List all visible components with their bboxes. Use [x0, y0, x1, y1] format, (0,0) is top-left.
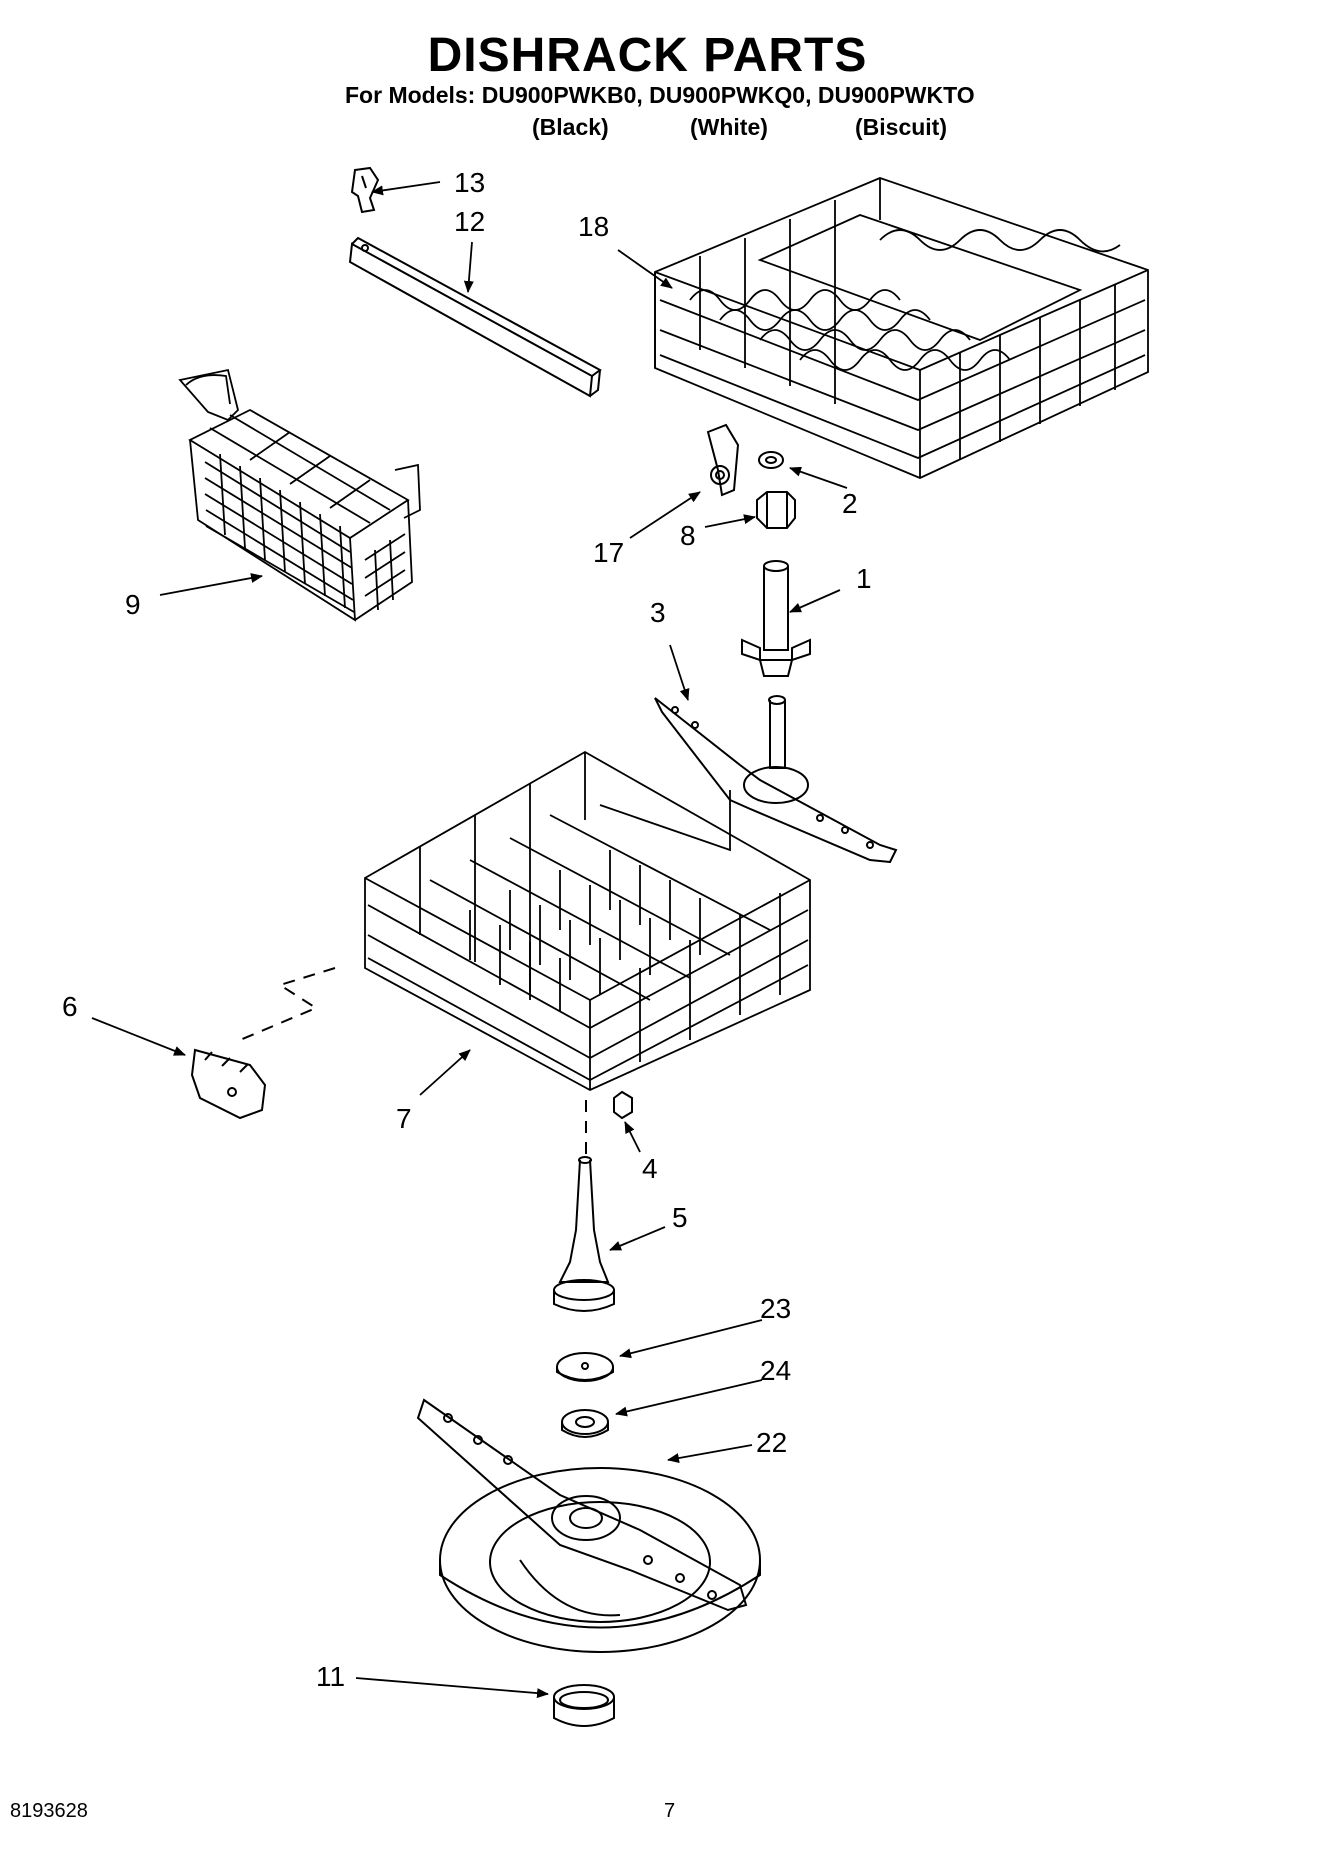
- part-3-upper-spray-arm: [654, 695, 898, 864]
- leader-8: [704, 514, 756, 528]
- part-23-washer: [556, 1352, 614, 1382]
- part-9-silverware-basket: [178, 368, 421, 622]
- callout-6: 6: [62, 991, 78, 1022]
- leader-7: [419, 1049, 471, 1096]
- models-line: For Models: DU900PWKB0, DU900PWKQ0, DU90…: [345, 82, 975, 108]
- leader-2: [789, 466, 848, 489]
- callout-3: 3: [650, 597, 666, 628]
- page-title: DISHRACK PARTS: [427, 29, 868, 82]
- callout-labels: 13 12 18 2 8 17 1 3 9 6 7 4 5 23 24 22 1…: [62, 167, 872, 1692]
- part-4-roller: [613, 1090, 633, 1120]
- leader-1: [789, 589, 841, 613]
- leader-12: [463, 241, 474, 293]
- part-12-rail: [348, 236, 602, 398]
- leader-24: [615, 1379, 763, 1417]
- leader-4: [624, 1121, 641, 1153]
- callout-13: 13: [454, 167, 485, 198]
- callout-12: 12: [454, 206, 485, 237]
- leader-5: [609, 1226, 666, 1251]
- callout-24: 24: [760, 1355, 791, 1386]
- callout-7: 7: [396, 1103, 412, 1134]
- leader-13: [371, 181, 441, 196]
- color-biscuit: (Biscuit): [855, 114, 947, 140]
- part-2-washer: [758, 451, 784, 469]
- callout-11: 11: [316, 1661, 345, 1692]
- leader-9: [159, 573, 263, 596]
- callout-4: 4: [642, 1153, 658, 1184]
- callout-17: 17: [593, 537, 624, 568]
- page-number: 7: [664, 1800, 676, 1822]
- part-7-lower-rack: [364, 750, 811, 1092]
- callout-22: 22: [756, 1427, 787, 1458]
- leader-18: [617, 249, 673, 289]
- leader-11: [355, 1677, 549, 1699]
- part-13-clip: [350, 166, 380, 214]
- part-8-nut: [756, 491, 796, 529]
- dashed-assembly-lines: [239, 967, 587, 1160]
- callout-8: 8: [680, 520, 696, 551]
- color-black: (Black): [532, 114, 609, 140]
- leader-3: [669, 644, 690, 701]
- callout-2: 2: [842, 488, 858, 519]
- part-1-conduit: [741, 560, 811, 677]
- part-22-spray-arm-base: [416, 1398, 761, 1653]
- document-number: 8193628: [10, 1800, 88, 1822]
- part-5-manifold-tube: [553, 1156, 615, 1312]
- callout-9: 9: [125, 589, 141, 620]
- color-white: (White): [690, 114, 768, 140]
- part-18-upper-rack: [654, 177, 1149, 479]
- part-11-filter-ring: [553, 1684, 615, 1727]
- part-17-bracket: [706, 423, 740, 497]
- callout-5: 5: [672, 1202, 688, 1233]
- part-24-seal: [561, 1409, 609, 1438]
- callout-18: 18: [578, 211, 609, 242]
- callout-23: 23: [760, 1293, 791, 1324]
- leader-6: [91, 1017, 186, 1056]
- leader-arrows: [91, 181, 848, 1699]
- callout-1: 1: [856, 563, 872, 594]
- leader-17: [629, 491, 701, 539]
- leader-23: [619, 1319, 763, 1359]
- leader-22: [667, 1444, 753, 1463]
- part-6-rack-clip: [190, 1048, 267, 1120]
